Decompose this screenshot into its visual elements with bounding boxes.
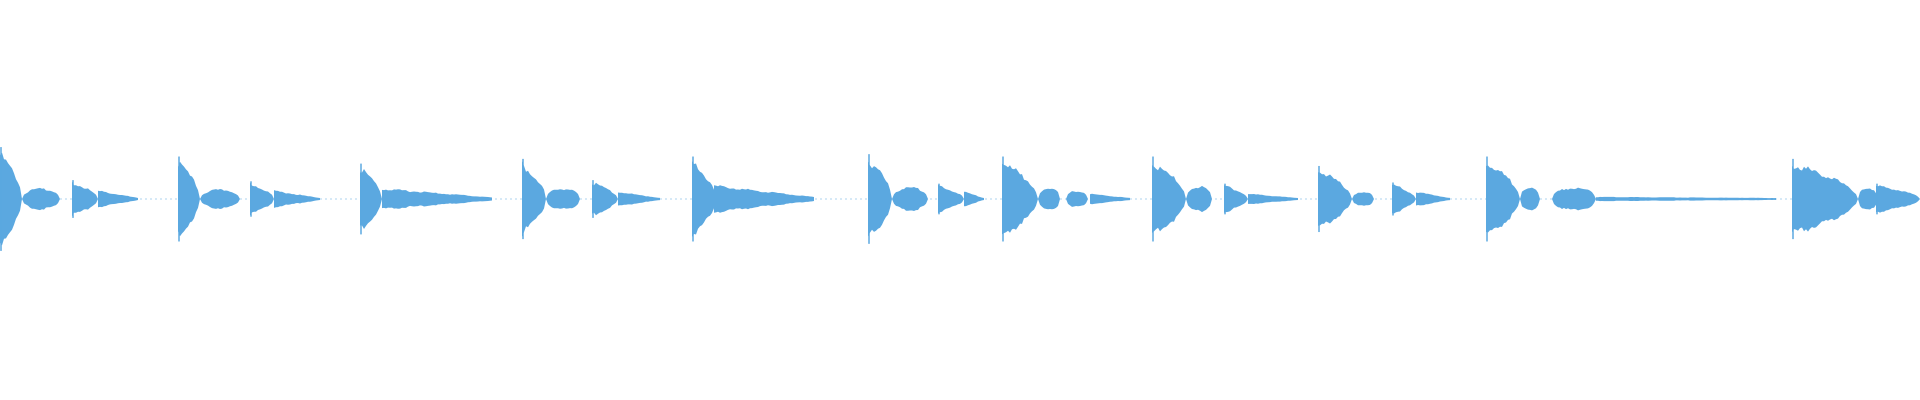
waveform-segment xyxy=(1352,192,1374,206)
waveform-segment xyxy=(618,192,660,206)
waveform-segment xyxy=(964,191,984,207)
waveform-segment xyxy=(522,161,546,237)
waveform-segment xyxy=(1392,184,1416,214)
waveform-segment xyxy=(72,181,98,217)
waveform-segment xyxy=(892,187,928,211)
waveform-segment xyxy=(1520,187,1540,211)
waveform-segment xyxy=(1152,165,1186,233)
waveform-segment xyxy=(1552,187,1596,211)
waveform-segment xyxy=(592,182,618,216)
waveform-segment xyxy=(274,190,320,208)
waveform-segment xyxy=(1596,196,1776,202)
waveform-segment xyxy=(200,189,240,209)
waveform-segment xyxy=(360,169,382,229)
waveform-segment xyxy=(98,190,138,208)
waveform-segment xyxy=(692,161,716,237)
waveform-segment xyxy=(938,184,964,214)
waveform-segment xyxy=(1224,185,1248,213)
waveform-segment xyxy=(1002,163,1038,235)
waveform-segment xyxy=(22,187,60,211)
waveform-segment xyxy=(1416,192,1450,206)
waveform-segment xyxy=(1248,194,1298,204)
waveform-blobs xyxy=(0,147,1920,251)
waveform-segment xyxy=(382,189,492,209)
waveform-segment xyxy=(1318,172,1352,226)
waveform-segment xyxy=(178,161,200,237)
waveform-segment xyxy=(250,182,274,216)
waveform-segment xyxy=(714,185,814,213)
waveform-segment xyxy=(1186,185,1212,213)
waveform-segment xyxy=(1486,165,1520,233)
waveform-segment xyxy=(1876,185,1920,213)
waveform-segment xyxy=(1792,166,1858,232)
waveform-segment xyxy=(1858,188,1878,210)
waveform-segment xyxy=(1090,193,1130,205)
waveform-segment xyxy=(0,152,22,246)
waveform-segment xyxy=(1038,188,1060,210)
waveform-segment xyxy=(868,161,892,237)
waveform-segment xyxy=(546,189,580,209)
waveform-segment xyxy=(1066,191,1088,207)
